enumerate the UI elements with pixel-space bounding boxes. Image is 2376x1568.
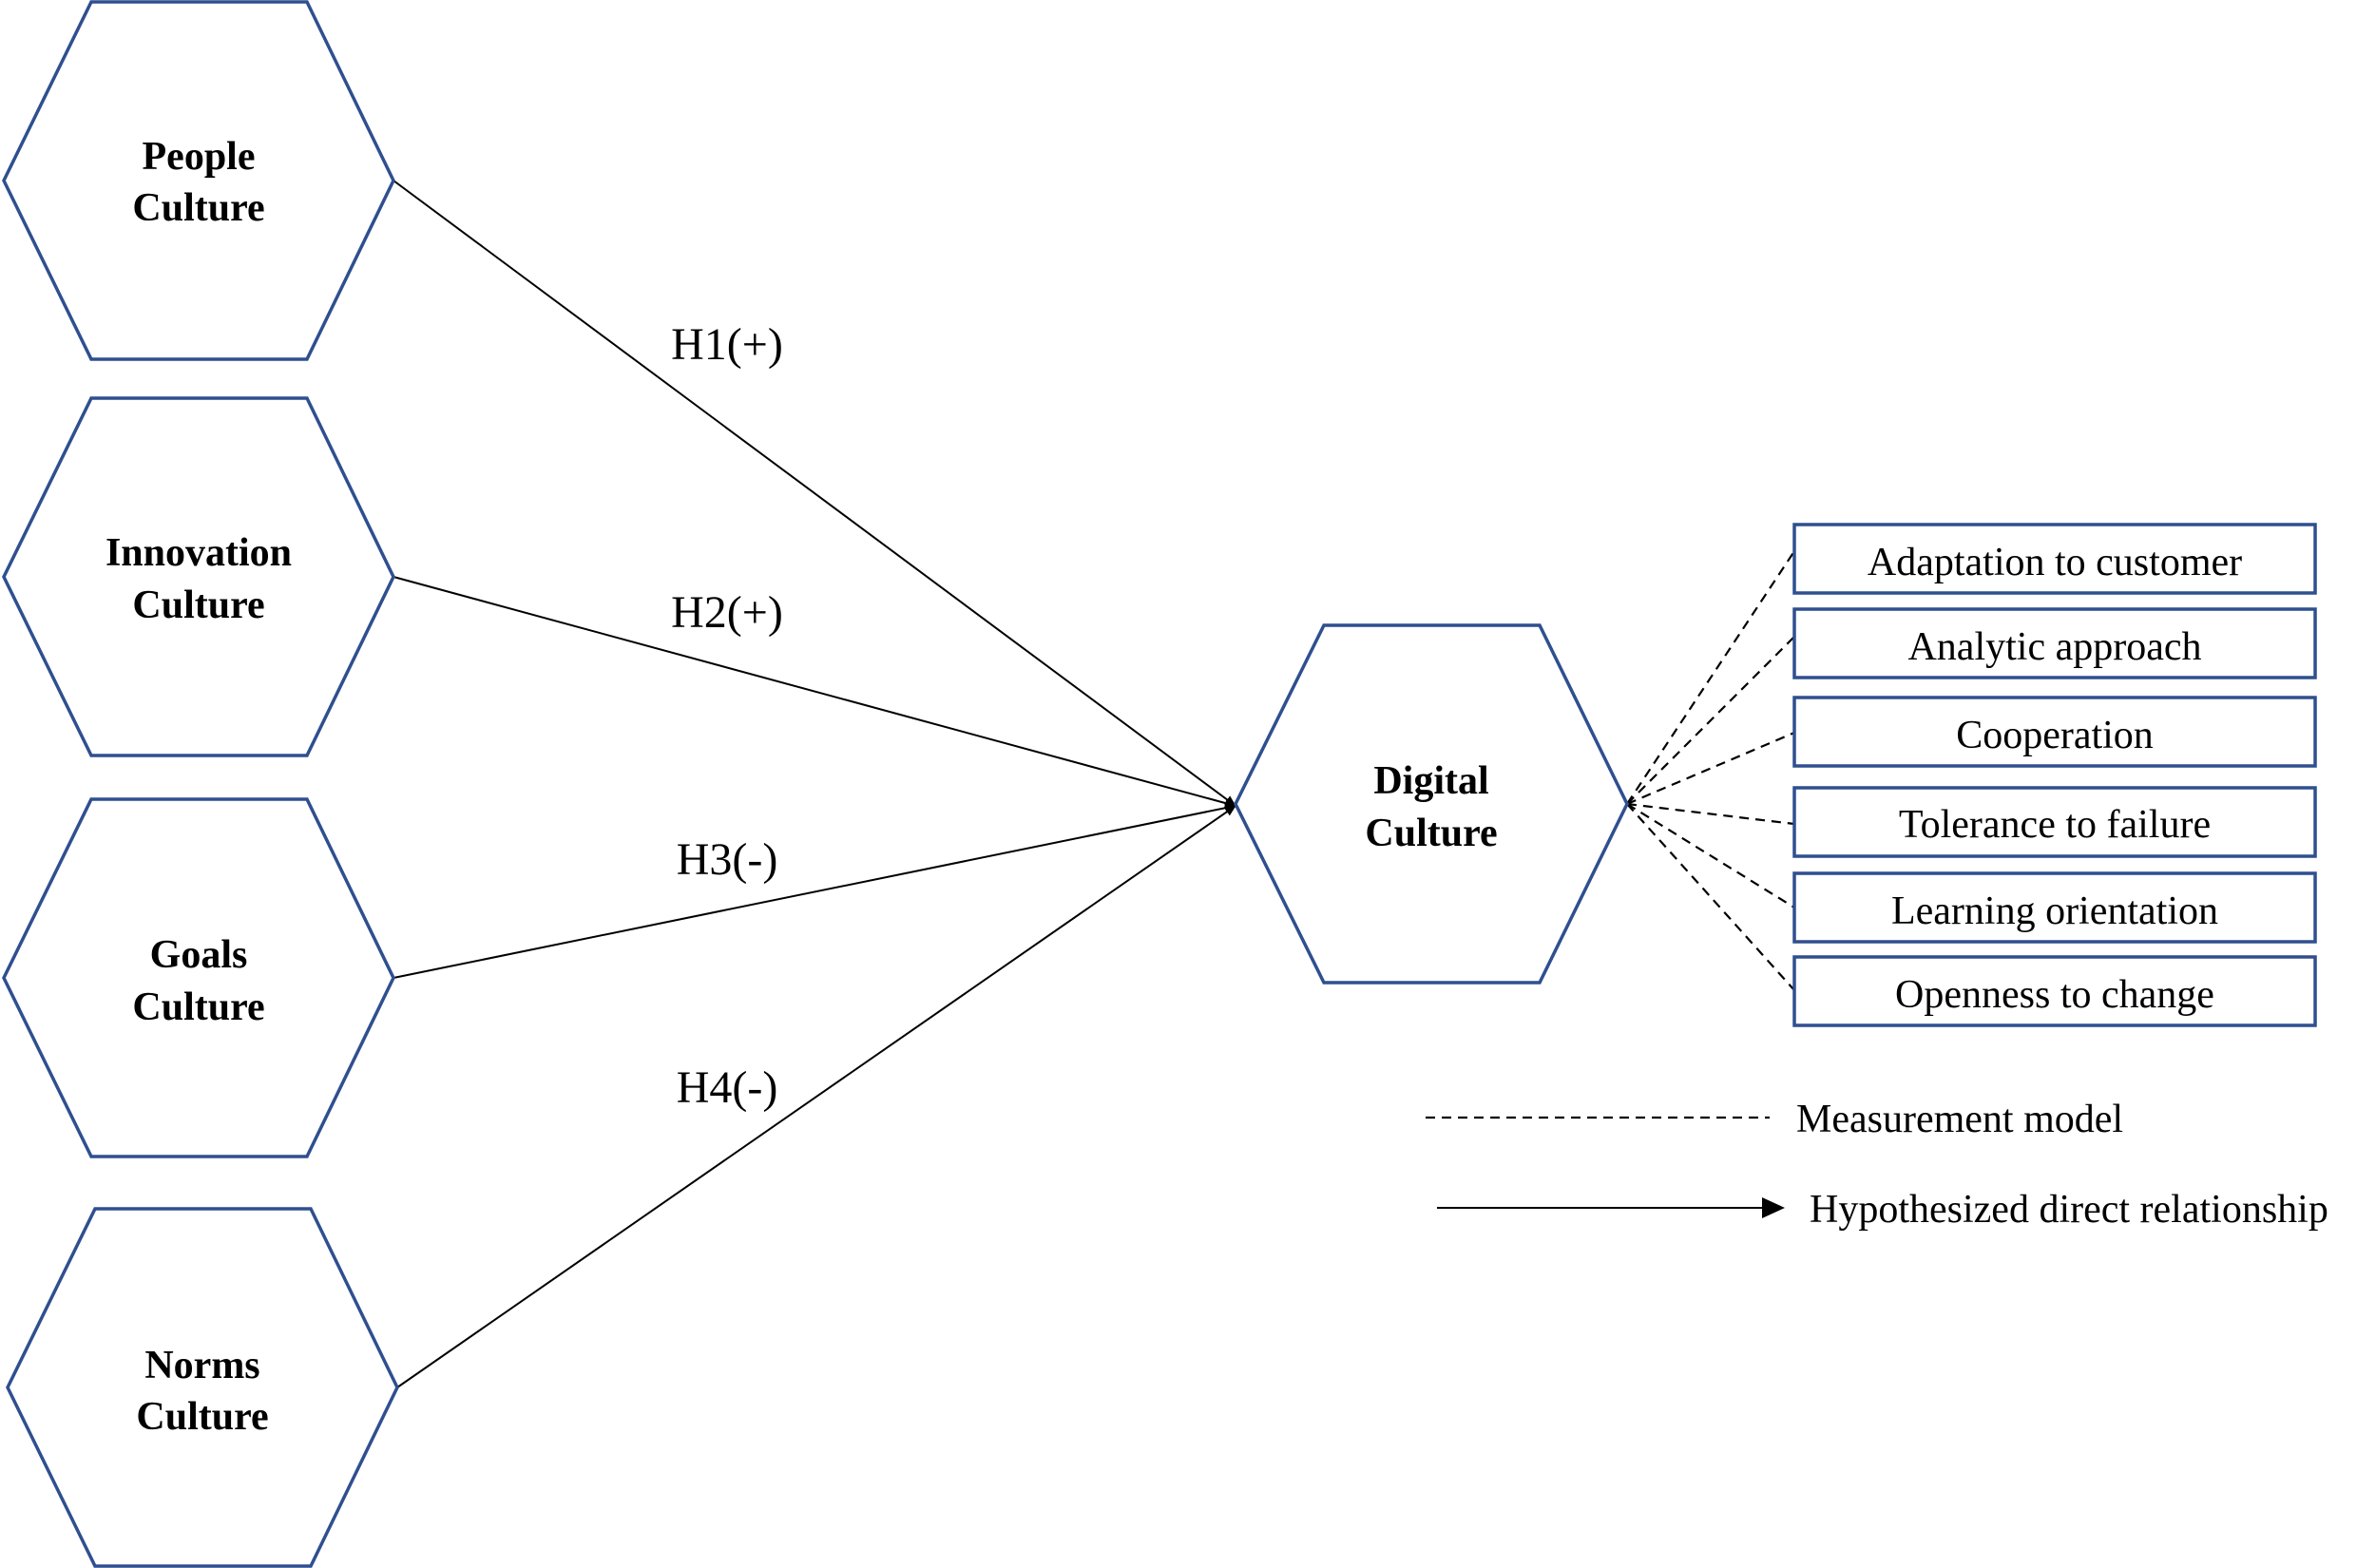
hypothesis-labels: H1(+) H2(+) H3(-) H4(-) (671, 319, 783, 1113)
norms-culture-label-line1: Norms (144, 1344, 259, 1387)
people-culture-label-line2: Culture (132, 186, 264, 230)
arrow-h3 (393, 803, 1236, 979)
indicator-box-6 (1792, 955, 2317, 1027)
construct-digital: Digital Culture (1234, 623, 1629, 985)
goals-culture-label-line1: Goals (150, 933, 248, 977)
hypothesis-arrows (393, 180, 1236, 1388)
measurement-line-3 (1626, 731, 1795, 806)
arrow-h2 (393, 576, 1236, 808)
legend-measurement-label: Measurement model (1796, 1098, 2123, 1141)
indicator-label-4: Tolerance to failure (1899, 803, 2211, 847)
measurement-lines (1626, 550, 1795, 991)
hypothesis-label-h3: H3(-) (677, 834, 778, 885)
arrow-h4 (396, 805, 1236, 1388)
people-culture-hexagon (2, 0, 395, 361)
innovation-culture-label-line2: Culture (132, 583, 264, 627)
measurement-line-4 (1626, 802, 1795, 826)
legend: Measurement model Hypothesized direct re… (1426, 1098, 2328, 1232)
digital-culture-label-line2: Culture (1365, 812, 1497, 855)
norms-culture-label-line2: Culture (136, 1395, 268, 1439)
measurement-line-6 (1626, 803, 1795, 991)
innovation-culture-hexagon (2, 396, 395, 757)
measurement-line-1 (1626, 550, 1795, 805)
hypothesis-label-h1: H1(+) (671, 319, 783, 370)
indicator-box-4 (1792, 786, 2317, 858)
indicator-box-2 (1792, 607, 2317, 679)
people-culture-label-line1: People (143, 135, 256, 179)
indicator-label-2: Analytic approach (1907, 625, 2201, 669)
goals-culture-hexagon (2, 797, 395, 1158)
indicator-box-3 (1792, 696, 2317, 768)
indicator-label-1: Adaptation to customer (1868, 541, 2242, 584)
indicator-box-5 (1792, 871, 2317, 944)
norms-culture-hexagon (6, 1207, 399, 1568)
measurement-line-5 (1626, 803, 1795, 908)
indicator-label-5: Learning orientation (1891, 889, 2218, 933)
construct-goals: Goals Culture (2, 797, 395, 1158)
digital-culture-label-line1: Digital (1373, 759, 1488, 803)
indicator-boxes: Adaptation to customer Analytic approach… (1792, 523, 2317, 1027)
construct-norms: Norms Culture (6, 1207, 399, 1568)
hypothesis-label-h4: H4(-) (677, 1062, 778, 1113)
indicator-box-1 (1792, 523, 2317, 595)
digital-culture-hexagon (1234, 623, 1629, 985)
indicator-label-3: Cooperation (1956, 714, 2154, 757)
arrow-h1 (393, 180, 1236, 807)
indicator-label-6: Openness to change (1895, 973, 2214, 1017)
innovation-culture-label-line1: Innovation (105, 531, 292, 575)
legend-direct-label: Hypothesized direct relationship (1810, 1188, 2328, 1232)
construct-people: People Culture (2, 0, 395, 361)
measurement-line-2 (1626, 636, 1795, 805)
hypothesis-label-h2: H2(+) (671, 587, 783, 638)
goals-culture-label-line2: Culture (132, 985, 264, 1029)
construct-innovation: Innovation Culture (2, 396, 395, 757)
